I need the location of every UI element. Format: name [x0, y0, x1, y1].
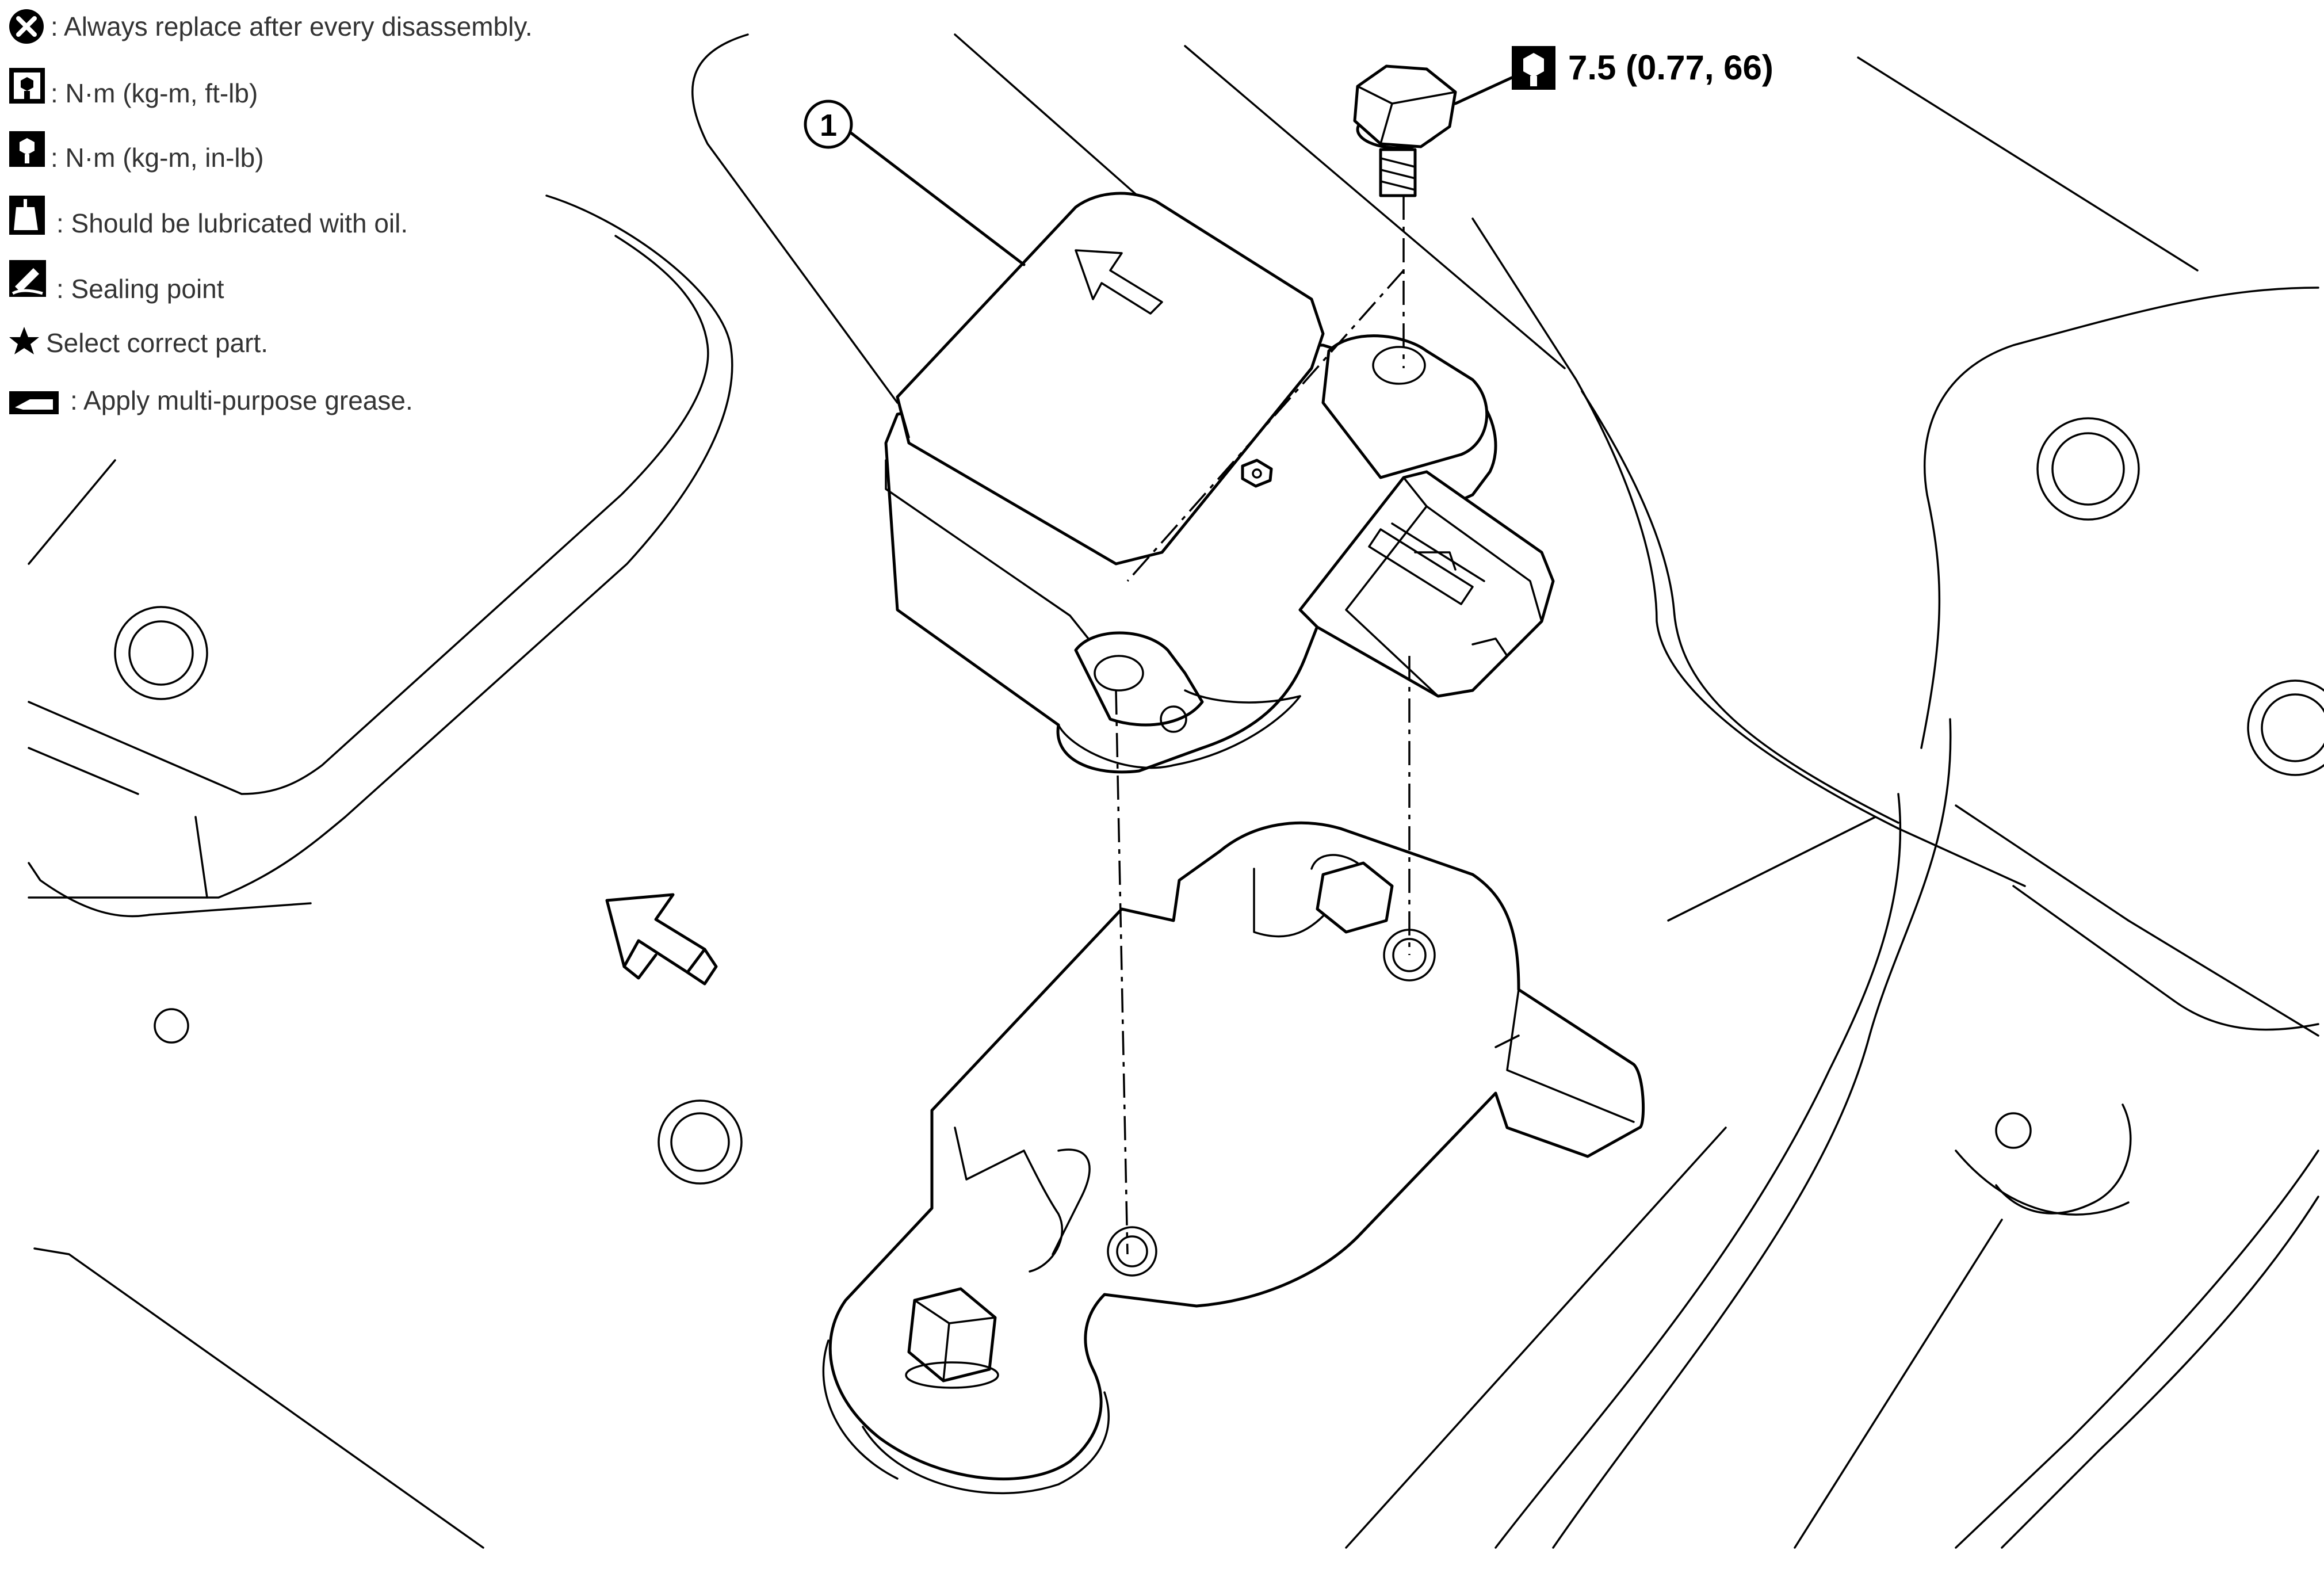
sensor-mounting-bolt [1353, 64, 1457, 197]
legend-item-replace: : Always replace after every disassembly… [51, 12, 533, 41]
grease-icon [9, 391, 59, 414]
replace-x-icon [9, 9, 44, 44]
legend-item-grease: : Apply multi-purpose grease. [70, 385, 413, 415]
oil-can-icon [9, 196, 45, 235]
sensor-bracket [822, 821, 1645, 1494]
torque-in-lb-icon [1512, 46, 1555, 90]
legend: : Always replace after every disassembly… [9, 9, 533, 415]
legend-item-select-part: Select correct part. [46, 328, 268, 358]
yaw-rate-sensor [884, 192, 1555, 774]
legend-item-oil: : Should be lubricated with oil. [56, 208, 408, 238]
sealing-icon [9, 260, 46, 297]
sensor-connector [1298, 470, 1555, 698]
assembly-center-lines [1115, 196, 1411, 1255]
legend-item-torque-in-lb: : N·m (kg-m, in-lb) [51, 143, 264, 173]
background-structure [28, 33, 2324, 1549]
torque-ft-lb-icon [9, 68, 45, 104]
star-icon [9, 327, 39, 354]
part-number-label: 1 [820, 108, 837, 143]
bracket-bolt [905, 1287, 999, 1389]
legend-item-sealing: : Sealing point [56, 274, 224, 304]
torque-value-label: 7.5 (0.77, 66) [1568, 48, 1773, 87]
torque-in-lb-icon [9, 131, 45, 167]
torque-callout: 7.5 (0.77, 66) [1454, 46, 1773, 105]
part-number-callout: 1 [804, 100, 1026, 266]
front-direction-arrow [605, 893, 718, 986]
legend-item-torque-ft-lb: : N·m (kg-m, ft-lb) [51, 78, 258, 108]
